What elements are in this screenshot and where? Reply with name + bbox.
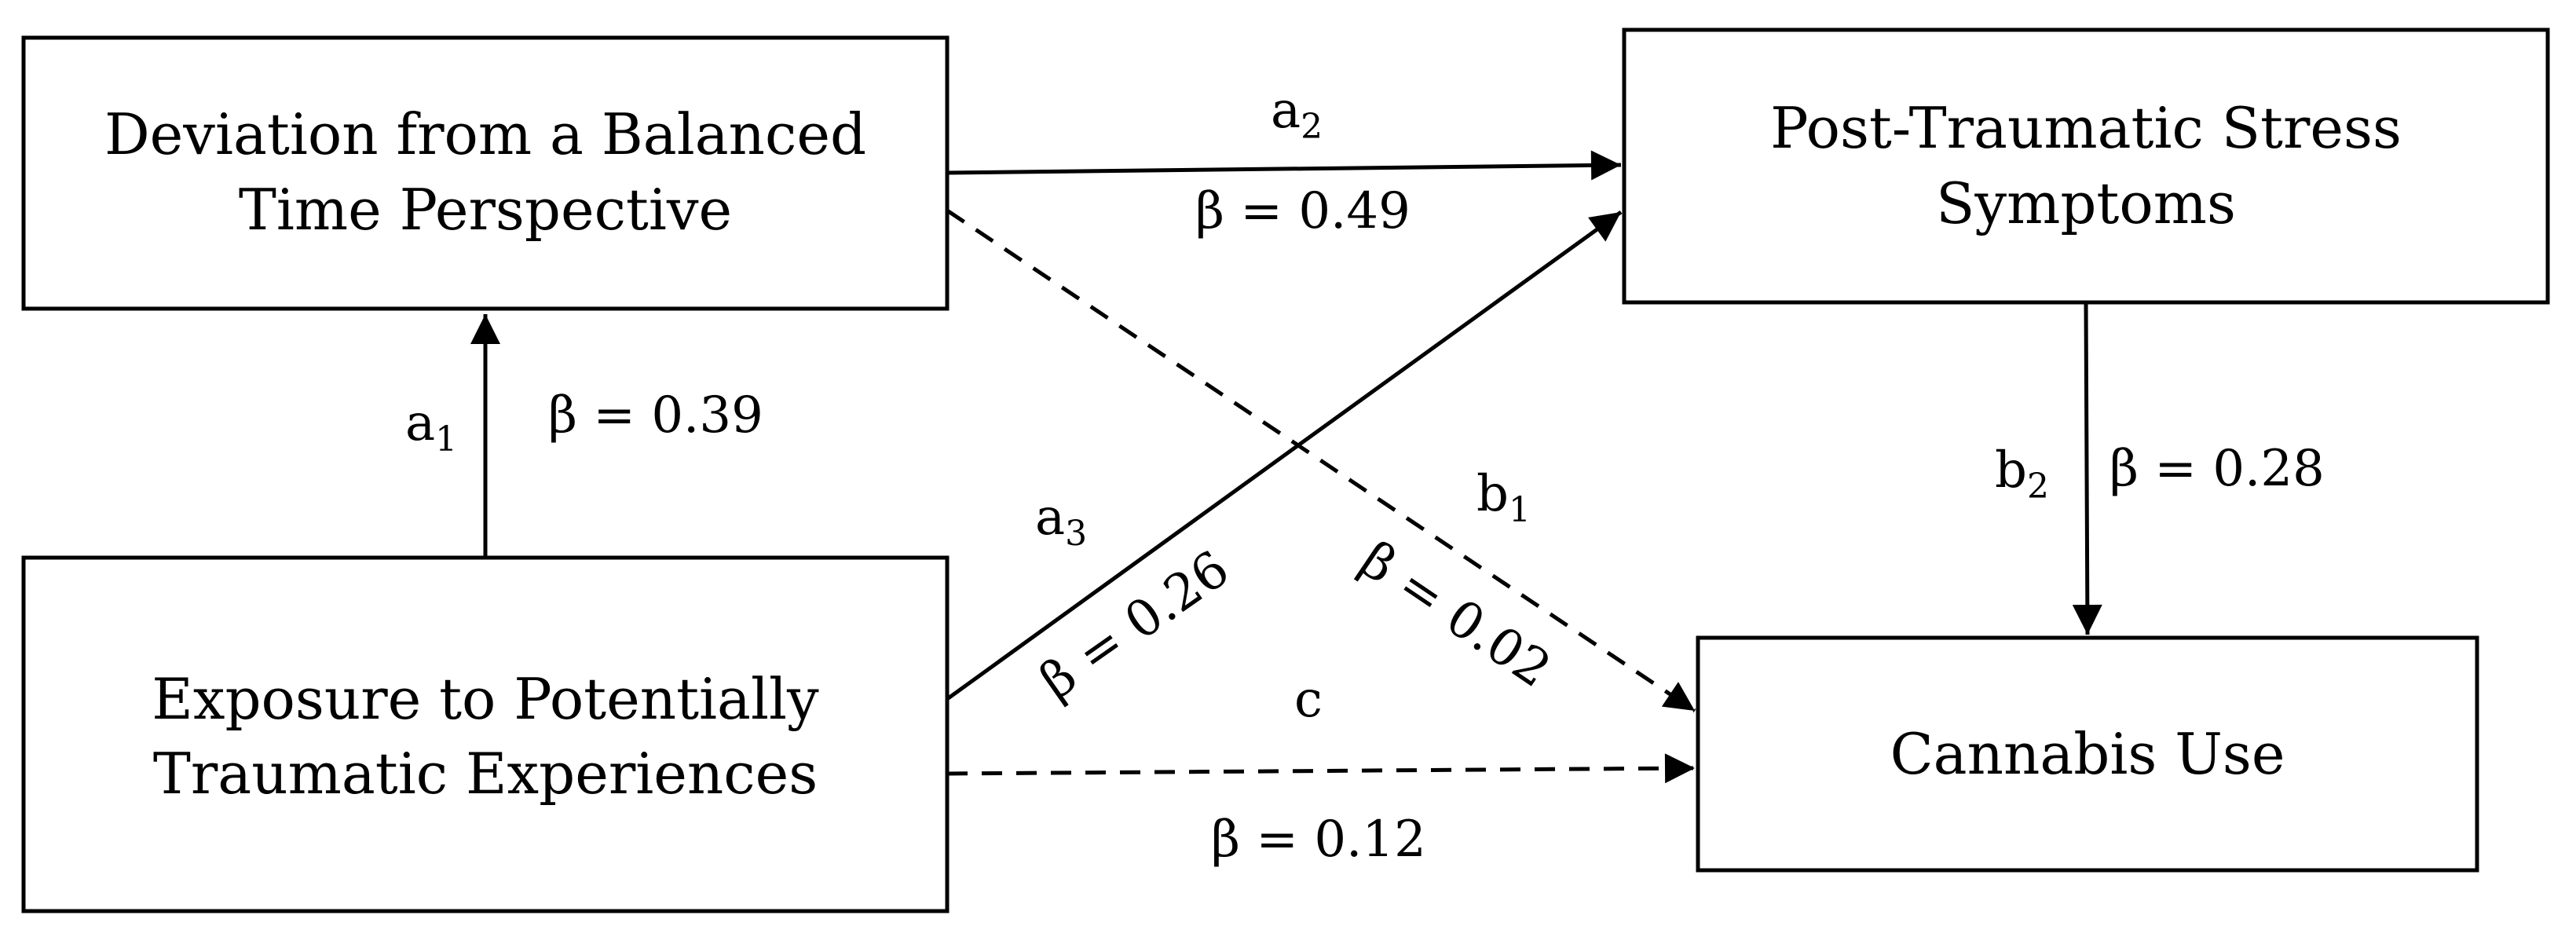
path-a2-beta: β = 0.49 (1195, 182, 1411, 240)
path-b2-arrow (2072, 302, 2102, 635)
node-exposure-line2: Traumatic Experiences (153, 741, 818, 807)
node-ptss-box (1622, 27, 2550, 305)
path-c-label: c (1294, 671, 1323, 729)
path-a1-letter: a (405, 394, 435, 452)
path-b2-label: b2 (1995, 441, 2049, 507)
path-a1-beta: β = 0.39 (548, 386, 763, 445)
path-b1-letter: b (1476, 465, 1509, 523)
path-b2-beta: β = 0.28 (2109, 440, 2325, 498)
node-cannabis: Cannabis Use (1696, 635, 2479, 873)
node-dbtp-line1: Deviation from a Balanced (104, 101, 866, 167)
node-dbtp-box (21, 35, 950, 311)
path-c-arrow (946, 753, 1696, 784)
node-ptss-line1: Post-Traumatic Stress (1770, 95, 2402, 161)
path-a3-sub: 3 (1065, 514, 1087, 554)
node-cannabis-line1: Cannabis Use (1890, 721, 2285, 787)
path-a3-arrow (946, 210, 1623, 701)
node-exposure-line1: Exposure to Potentially (152, 666, 819, 732)
path-c-beta: β = 0.12 (1211, 811, 1426, 869)
path-a2-arrow (946, 150, 1622, 181)
path-a1-sub: 1 (435, 419, 457, 459)
path-a3-letter: a (1035, 489, 1065, 547)
path-b1-sub: 1 (1509, 490, 1531, 530)
path-a1-label: a1 (405, 394, 457, 459)
node-ptss-line2: Symptoms (1936, 170, 2236, 236)
node-dbtp-line2: Time Perspective (239, 177, 732, 243)
path-b1-beta: β = 0.02 (1350, 531, 1561, 699)
node-exposure: Exposure to Potentially Traumatic Experi… (21, 555, 950, 913)
path-b1-label: b1 (1476, 465, 1531, 530)
path-a2-sub: 2 (1301, 107, 1323, 147)
path-b2-sub: 2 (2027, 467, 2049, 507)
path-a3-label: a3 (1035, 489, 1087, 554)
node-ptss: Post-Traumatic Stress Symptoms (1622, 27, 2550, 305)
path-a2-letter: a (1271, 82, 1301, 140)
node-exposure-box (21, 555, 950, 913)
node-cannabis-box (1696, 635, 2479, 873)
path-a2-label: a2 (1271, 82, 1323, 147)
path-b2-letter: b (1995, 441, 2027, 500)
node-dbtp: Deviation from a Balanced Time Perspecti… (21, 35, 950, 311)
path-b1-arrow (946, 208, 1696, 713)
